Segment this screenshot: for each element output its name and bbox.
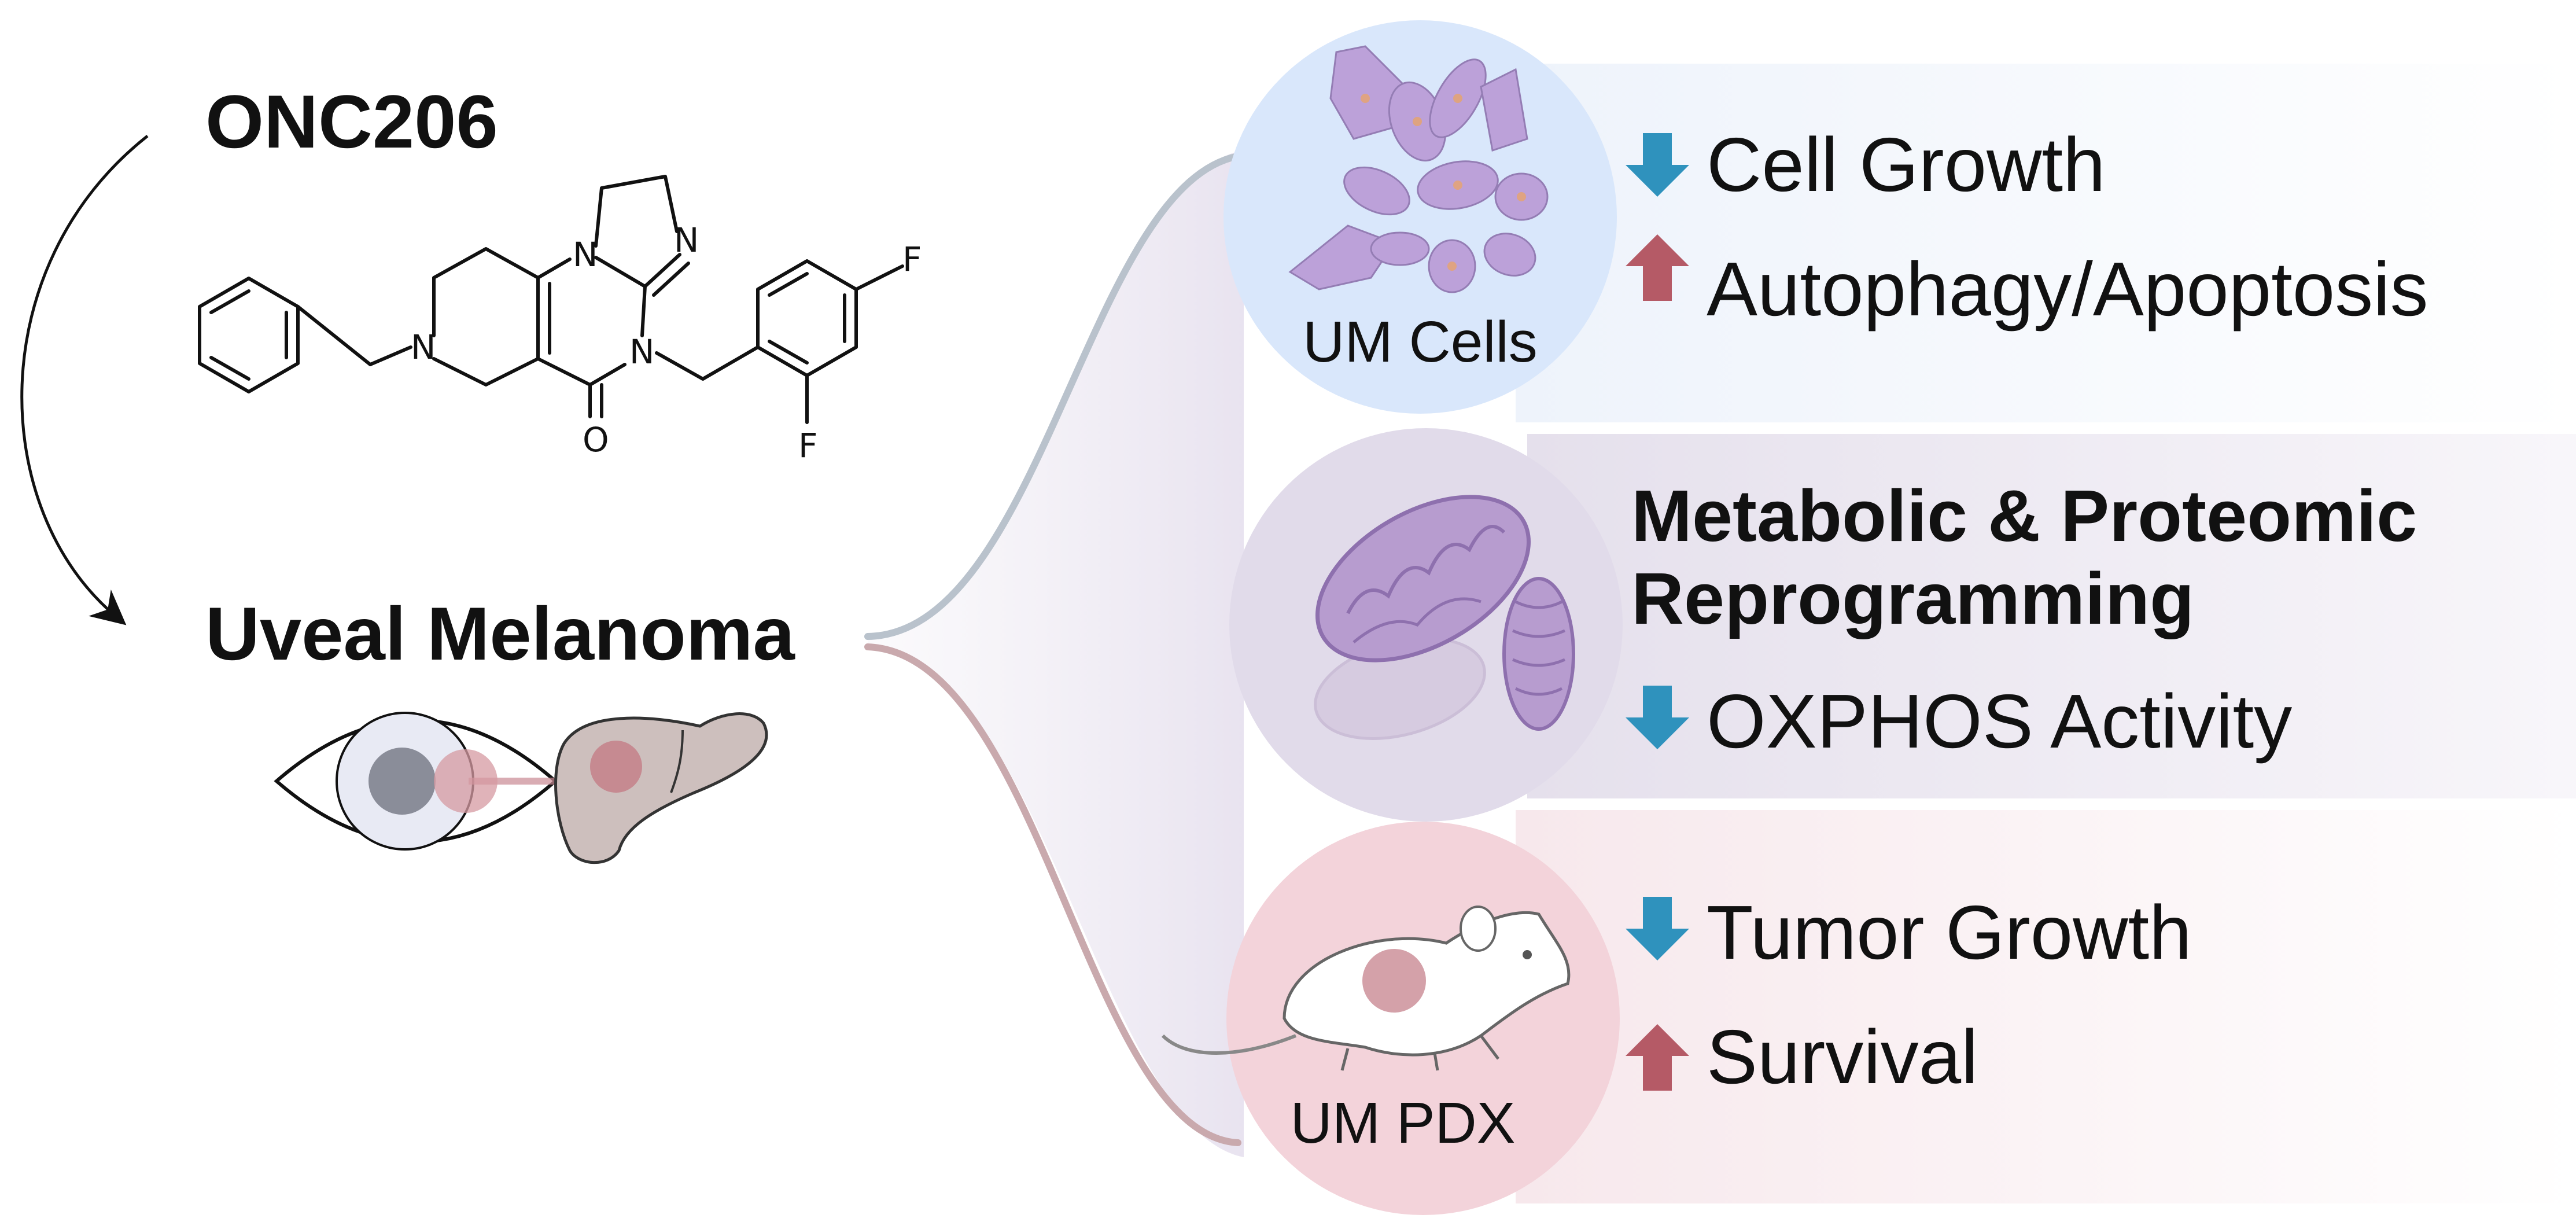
- fan-edge-bottom: [864, 643, 1241, 1146]
- disease-name: Uveal Melanoma: [205, 591, 795, 676]
- band-um-pdx: [1516, 810, 2576, 1203]
- heading-reprogramming: Reprogramming: [1631, 558, 2194, 639]
- chemical-structure: [198, 175, 904, 424]
- effect-cell-growth: Cell Growth: [1707, 122, 2106, 207]
- circle-label-um-pdx: UM PDX: [1291, 1091, 1516, 1155]
- eye-icon: [274, 712, 613, 851]
- treatment-arrow: [20, 135, 149, 625]
- cell-nuclei: [1361, 94, 1526, 271]
- drug-name: ONC206: [205, 79, 498, 164]
- chemical-atom-labels: N N N N O F F: [411, 220, 922, 465]
- fan-shape: [868, 150, 1244, 1157]
- fan-edge-top: [864, 153, 1241, 640]
- arrow-down-icon: [1626, 133, 1689, 960]
- atom-f-bottom: F: [798, 426, 817, 465]
- effect-survival: Survival: [1707, 1014, 1978, 1099]
- heading-metabolic-proteomic: Metabolic & Proteomic: [1631, 475, 2417, 557]
- mouse-icon: [1161, 906, 1571, 1071]
- arrow-up-icon: [1626, 234, 1689, 1091]
- effect-oxphos-activity: OXPHOS Activity: [1707, 679, 2292, 764]
- effect-autophagy-apoptosis: Autophagy/Apoptosis: [1707, 246, 2428, 332]
- liver-icon: [554, 712, 768, 864]
- cells-icon: [1288, 45, 1549, 293]
- circle-label-um-cells: UM Cells: [1303, 310, 1538, 374]
- mitochondria-icon: [1314, 495, 1575, 740]
- band-reprogramming: [1527, 434, 2576, 798]
- effect-tumor-growth: Tumor Growth: [1707, 890, 2192, 975]
- atom-n-1: N: [411, 327, 436, 367]
- atom-n-2: N: [573, 235, 598, 274]
- atom-n-3: N: [674, 220, 699, 260]
- band-um-cells: [1516, 64, 2576, 422]
- atom-f-top: F: [902, 240, 922, 279]
- atom-o: O: [583, 420, 609, 459]
- atom-n-4: N: [629, 332, 654, 371]
